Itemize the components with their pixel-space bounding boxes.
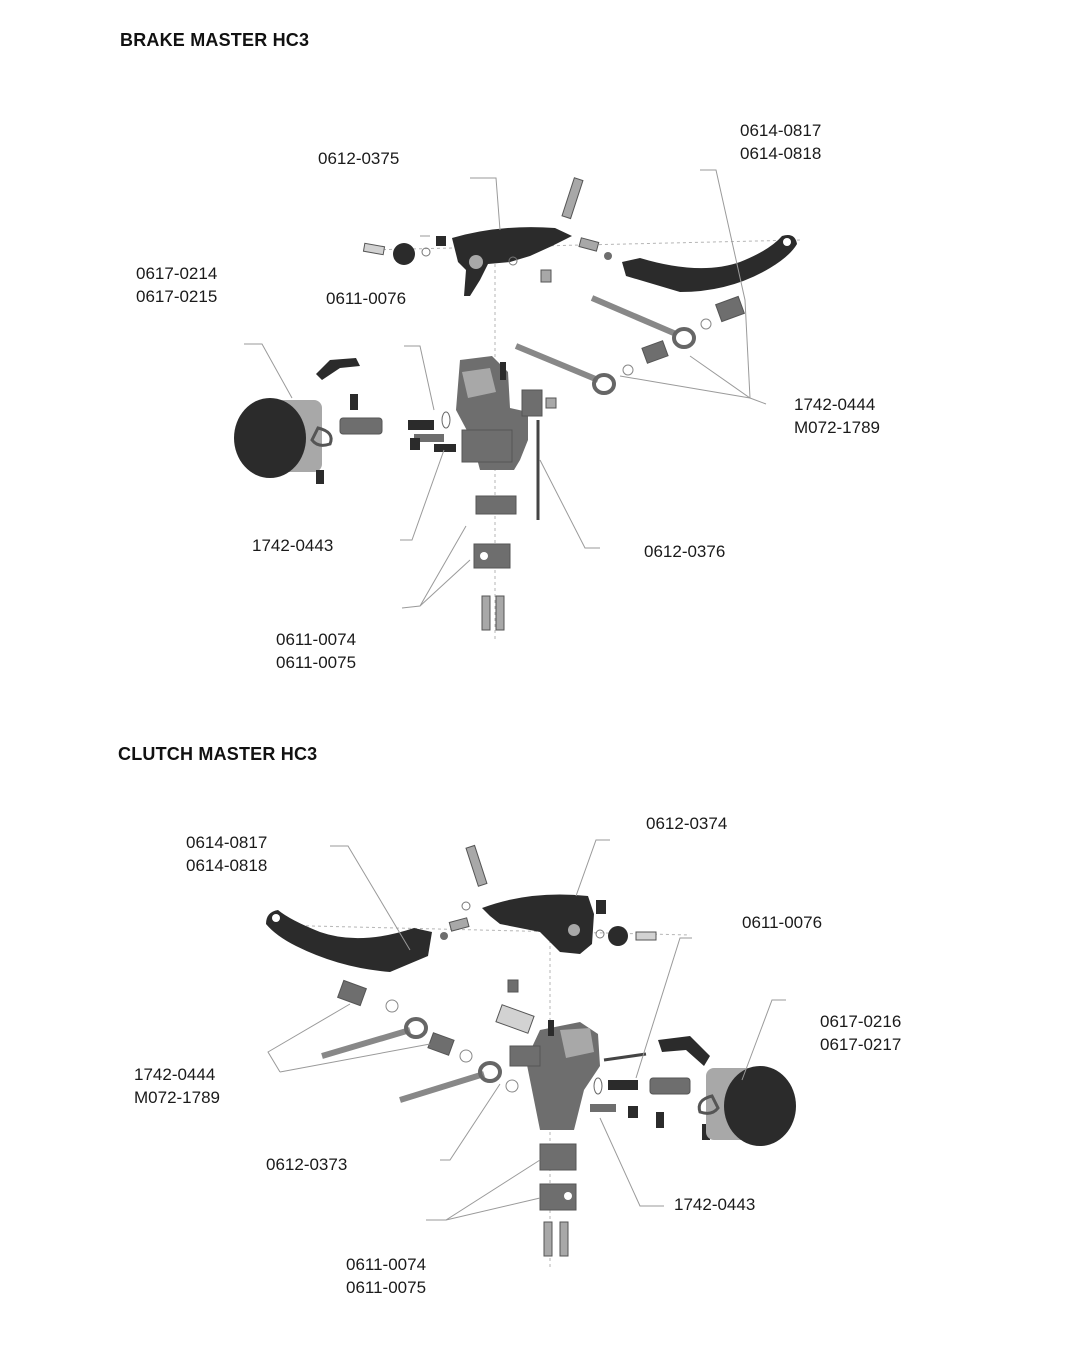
clutch-diagram: 0614-0817 0614-0818 0612-0374 0611-0076 … (134, 814, 901, 1297)
brake-label-reservoir-b: 0617-0215 (136, 287, 217, 306)
brake-label-lever-a: 0614-0817 (740, 121, 821, 140)
brake-lever-blade (622, 235, 797, 292)
clutch-label-banjo-a: 1742-0444 (134, 1065, 215, 1084)
brake-diagram: 0612-0375 0614-0817 0614-0818 0617-0214 … (136, 121, 880, 672)
brake-section-title: BRAKE MASTER HC3 (120, 30, 310, 50)
clutch-adjuster-knob (595, 926, 657, 946)
brake-banjo-lines (514, 295, 745, 395)
brake-leaders (244, 169, 767, 609)
clutch-label-banjo-b: M072-1789 (134, 1088, 220, 1107)
brake-lever-body (452, 227, 572, 296)
brake-label-reservoir-a: 0617-0214 (136, 264, 217, 283)
clutch-clamp (539, 1143, 577, 1257)
brake-label-banjo-a: 1742-0444 (794, 395, 875, 414)
clutch-spring (448, 917, 470, 932)
brake-master-body (456, 356, 528, 470)
clutch-label-lever-a: 0614-0817 (186, 833, 267, 852)
brake-label-fitting: 1742-0443 (252, 536, 333, 555)
brake-reservoir-screw-bottom (316, 470, 324, 484)
clutch-reservoir-bracket (658, 1036, 710, 1066)
clutch-boot (495, 1004, 535, 1034)
clutch-lever-body (482, 894, 606, 954)
clutch-washer (461, 901, 471, 911)
brake-reservoir-hose (339, 417, 383, 435)
clutch-reservoir-screw-top (656, 1112, 664, 1128)
brake-bushing (540, 269, 552, 283)
brake-label-banjo-b: M072-1789 (794, 418, 880, 437)
brake-adjuster-knob (362, 236, 446, 265)
brake-ball (604, 252, 612, 260)
brake-label-lever-body: 0612-0375 (318, 149, 399, 168)
brake-reservoir-screw-top (350, 394, 358, 410)
clutch-reservoir (697, 1066, 796, 1146)
brake-reservoir-bracket (316, 358, 360, 380)
clutch-label-reservoir-a: 0617-0216 (820, 1012, 901, 1031)
clutch-label-adjuster: 0611-0076 (742, 913, 822, 932)
clutch-lever-blade (266, 910, 432, 972)
clutch-leaders (267, 839, 786, 1221)
clutch-label-lever-b: 0614-0818 (186, 856, 267, 875)
clutch-switch-wire (603, 1052, 647, 1062)
brake-clamp (473, 495, 517, 631)
clutch-ball (440, 932, 448, 940)
clutch-section-title: CLUTCH MASTER HC3 (118, 744, 318, 764)
clutch-banjo-lines (321, 979, 519, 1103)
brake-washer (508, 256, 518, 266)
clutch-label-clamp-a: 0611-0074 (346, 1255, 426, 1274)
brake-fitting-parts (408, 411, 456, 452)
clutch-bushing (507, 979, 519, 993)
clutch-master-body (509, 1020, 600, 1130)
brake-brake-switch (521, 389, 557, 520)
clutch-label-switch: 0612-0373 (266, 1155, 347, 1174)
clutch-fitting-parts (590, 1077, 691, 1118)
brake-reservoir (234, 398, 333, 478)
brake-label-clamp-b: 0611-0075 (276, 653, 356, 672)
clutch-label-fitting: 1742-0443 (674, 1195, 755, 1214)
brake-label-lever-b: 0614-0818 (740, 144, 821, 163)
brake-spring (578, 237, 600, 252)
brake-label-clamp-a: 0611-0074 (276, 630, 356, 649)
clutch-label-clamp-b: 0611-0075 (346, 1278, 426, 1297)
brake-pivot-screw (561, 177, 584, 220)
clutch-pivot-screw (465, 844, 488, 887)
brake-label-adjuster: 0611-0076 (326, 289, 406, 308)
brake-label-switch: 0612-0376 (644, 542, 725, 561)
clutch-label-reservoir-b: 0617-0217 (820, 1035, 901, 1054)
clutch-label-lever-body: 0612-0374 (646, 814, 727, 833)
